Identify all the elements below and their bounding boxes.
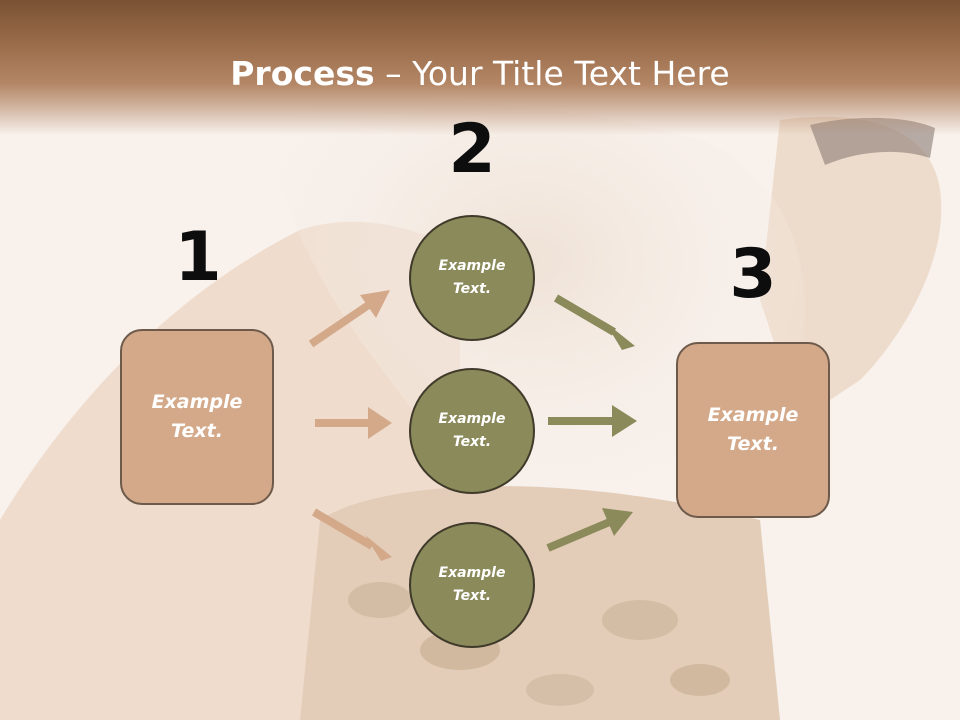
step3-text-line2: Text.	[727, 433, 779, 455]
circle-top-text: Example Text.	[439, 255, 506, 301]
step-number-2: 2	[448, 110, 496, 189]
step3-text-line1: Example	[707, 404, 799, 426]
step3-box[interactable]: Example Text.	[676, 342, 830, 518]
circle-middle-line1: Example	[438, 411, 506, 427]
circle-middle-text: Example Text.	[439, 408, 506, 454]
step1-box-text: Example Text.	[152, 388, 243, 446]
step-number-1: 1	[174, 218, 222, 297]
step-number-3: 3	[729, 235, 777, 314]
title-bar	[0, 0, 960, 135]
circle-middle-line2: Text.	[452, 434, 492, 450]
circle-top-line2: Text.	[452, 281, 492, 297]
step2-circle-bottom[interactable]: Example Text.	[409, 522, 535, 648]
step2-circle-top[interactable]: Example Text.	[409, 215, 535, 341]
step1-text-line2: Text.	[171, 420, 223, 442]
step1-box[interactable]: Example Text.	[120, 329, 274, 505]
slide-title: Process – Your Title Text Here	[0, 52, 960, 96]
title-rest: – Your Title Text Here	[374, 54, 730, 93]
circle-bottom-text: Example Text.	[439, 562, 506, 608]
circle-top-line1: Example	[438, 258, 506, 274]
step3-box-text: Example Text.	[708, 401, 799, 459]
title-bold: Process	[230, 54, 375, 93]
circle-bottom-line2: Text.	[452, 588, 492, 604]
step2-circle-middle[interactable]: Example Text.	[409, 368, 535, 494]
step1-text-line1: Example	[151, 391, 243, 413]
circle-bottom-line1: Example	[438, 565, 506, 581]
